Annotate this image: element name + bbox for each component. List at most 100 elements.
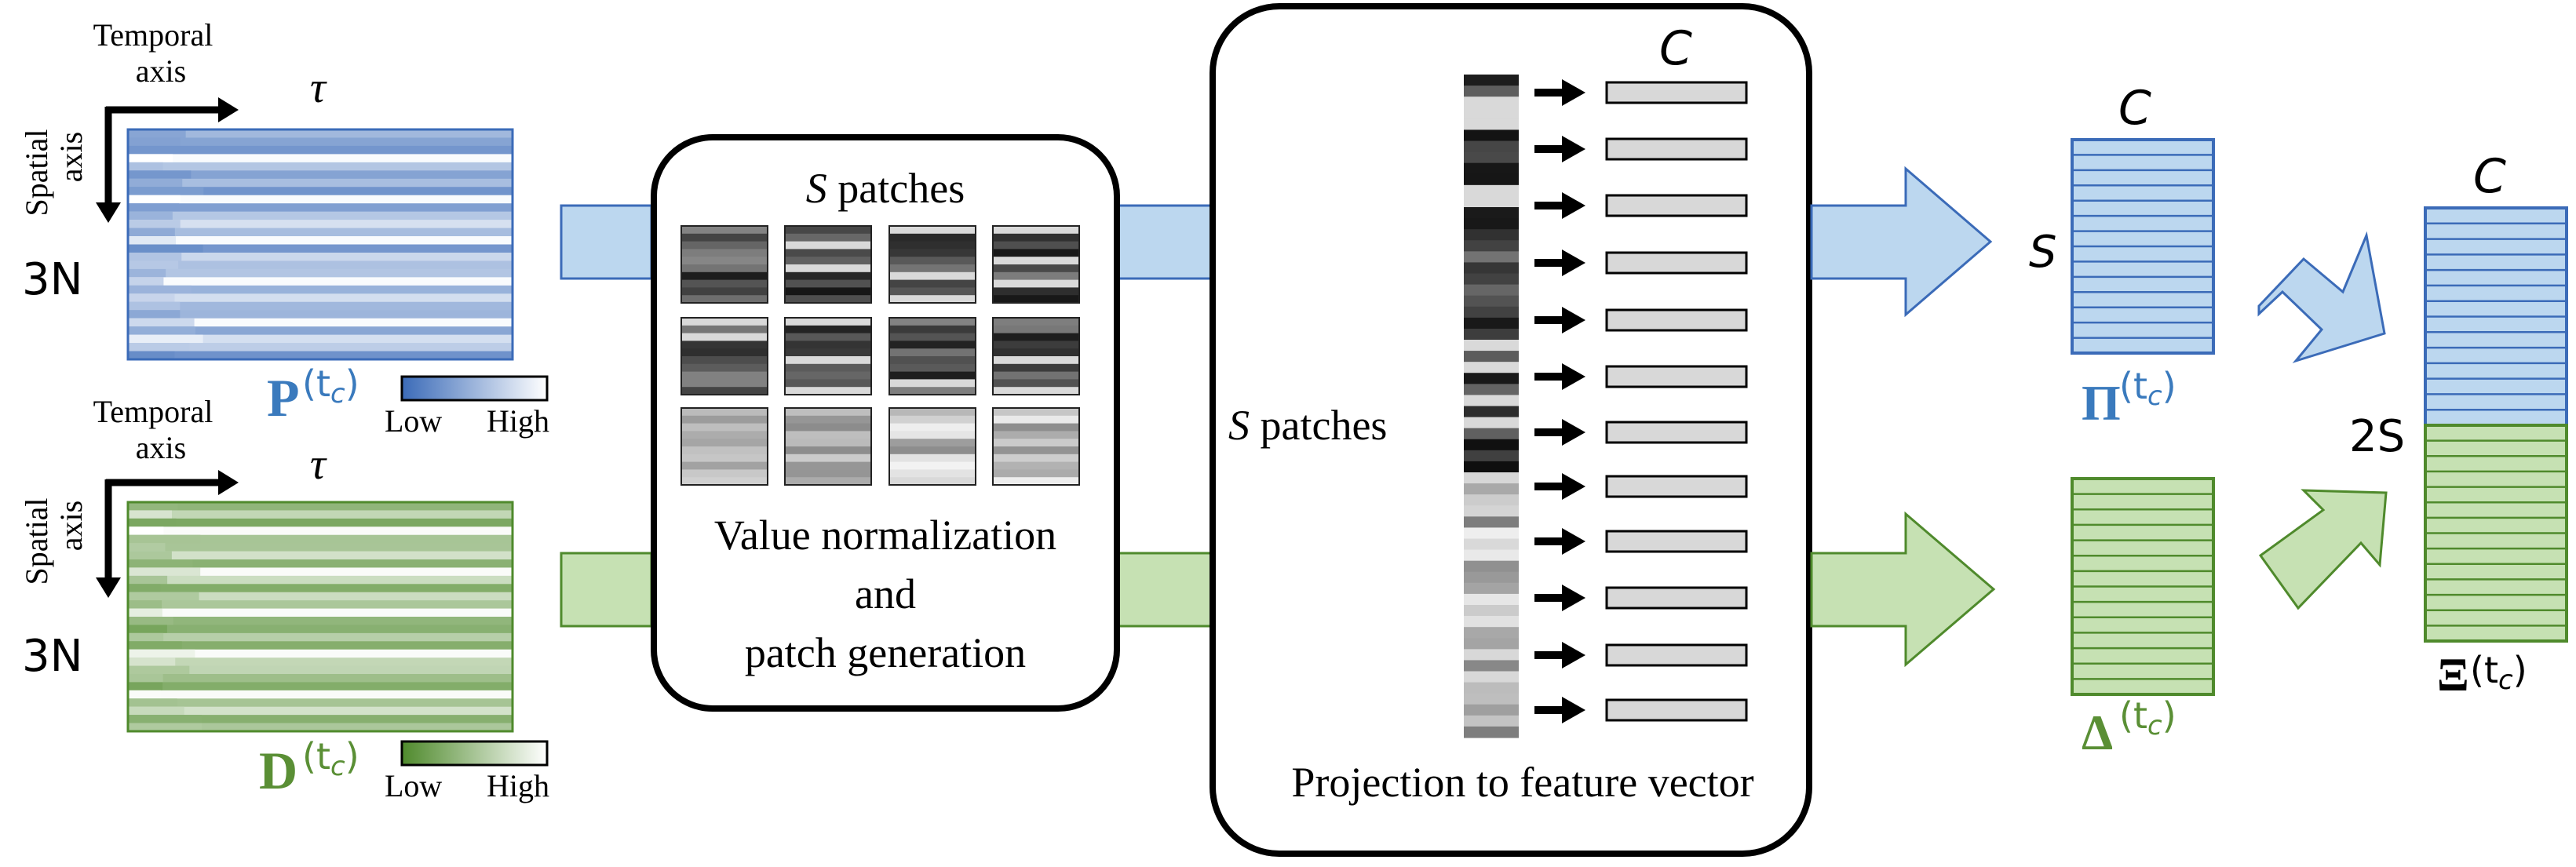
p-heat-cell <box>128 145 201 155</box>
patch-stripe <box>993 249 1079 257</box>
strip-slice <box>1464 472 1519 484</box>
patch-stripe <box>889 287 976 296</box>
d-heat-row <box>128 534 513 544</box>
strip-slice <box>1464 273 1519 286</box>
patch-stripe <box>889 461 976 470</box>
p-heat-cell <box>128 252 182 262</box>
patch-stripe <box>785 431 871 439</box>
patch-stripe <box>993 379 1079 388</box>
d-heat-cell <box>128 526 164 536</box>
patch-stripe <box>785 363 871 373</box>
patch-stripe <box>785 287 871 296</box>
d-heat-row <box>128 608 513 617</box>
norm-s-patches-label: S patches <box>806 165 965 212</box>
p-heat-cell <box>128 220 181 229</box>
d-heat-cell <box>128 674 163 683</box>
p-heat-row <box>128 137 513 147</box>
strip-slice <box>1464 384 1519 396</box>
patch-stripe <box>785 233 871 242</box>
proj-arrow-head <box>1562 642 1585 668</box>
patch-stripe <box>681 469 768 478</box>
patch-stripe <box>993 257 1079 265</box>
patch-stripe <box>889 415 976 424</box>
strip-slice <box>1464 86 1519 97</box>
patch-frame <box>888 317 976 395</box>
d-heat-cell <box>128 551 172 560</box>
feature-vector <box>1605 586 1748 610</box>
rows-label-top: 3N <box>22 254 83 305</box>
strip-slice <box>1464 627 1519 639</box>
p-heat-row <box>128 318 513 327</box>
strip-slice <box>1464 715 1519 727</box>
p-heat-cell <box>128 228 175 237</box>
patch-stripe <box>889 257 976 265</box>
d-heat-cell <box>128 665 190 675</box>
p-heat-cell <box>128 293 175 303</box>
proj-arrow-head <box>1562 419 1585 446</box>
patch-stripe <box>889 249 976 257</box>
patch-stripe <box>681 387 768 395</box>
patch-stripe <box>681 264 768 273</box>
patch-stripe <box>993 454 1079 463</box>
patch-stripe <box>993 233 1079 242</box>
p-heat-row <box>128 236 513 246</box>
proj-arrow-head <box>1562 473 1585 500</box>
d-heat-row <box>128 625 513 634</box>
strip-slice <box>1464 129 1519 142</box>
strip-slice <box>1464 395 1519 407</box>
patch-stripe <box>889 454 976 463</box>
patch-stripe <box>889 387 976 395</box>
p-heat-cell <box>128 285 192 294</box>
patch-stripe <box>681 454 768 463</box>
p-heat-cell <box>128 326 195 336</box>
strip-slice <box>1464 616 1519 628</box>
strip-slice <box>1464 549 1519 562</box>
p-heat-row <box>128 129 513 139</box>
patch-stripe <box>889 439 976 447</box>
p-legend-high: High <box>487 403 549 439</box>
d-heat-row <box>128 665 513 675</box>
p-heat-cell <box>128 236 177 246</box>
p-heat-row <box>128 351 513 360</box>
patch-stripe <box>681 325 768 334</box>
patch-stripe <box>681 241 768 250</box>
patch-frame <box>784 225 872 304</box>
tau-label-bottom: τ <box>310 440 327 489</box>
p-heat-row <box>128 326 513 336</box>
patch-stripe <box>681 348 768 357</box>
p-heat-row <box>128 187 513 196</box>
d-heat-border <box>126 501 514 733</box>
blue-band-left <box>560 204 653 280</box>
patch-stripe <box>681 423 768 432</box>
xi-output-block: C 2S Ξ (tc) <box>2349 149 2568 701</box>
p-legend-low: Low <box>385 403 442 439</box>
p-heat-cell <box>128 162 163 171</box>
feature-vector <box>1605 251 1748 275</box>
green-diag-arrow <box>2258 489 2388 610</box>
p-heat-row <box>128 334 513 344</box>
p-heat-row <box>128 244 513 253</box>
p-heatmap <box>126 128 514 361</box>
strip-slice <box>1464 428 1519 440</box>
d-legend-bar <box>400 740 549 767</box>
spatial-axis-label-top: Spatial axis <box>19 129 89 216</box>
strip-slice <box>1464 593 1519 606</box>
patch-stripe <box>681 257 768 265</box>
patch-stripe <box>681 341 768 349</box>
d-heat-row <box>128 690 513 699</box>
temporal-axis-label-top-1: Temporal <box>93 17 213 53</box>
patch-stripe <box>681 446 768 455</box>
d-heat-row <box>128 641 513 650</box>
p-superscript: (tc) <box>302 362 359 410</box>
proj-arrow-head <box>1562 585 1585 611</box>
p-heat-row <box>128 310 513 319</box>
patch-stripe <box>889 341 976 349</box>
d-heat-cell <box>128 698 177 708</box>
patch-stripe <box>681 226 768 235</box>
d-heat-row <box>128 543 513 552</box>
patch-stripe <box>785 371 871 380</box>
feature-vector <box>1605 698 1748 722</box>
patch-stripe <box>785 446 871 455</box>
p-heat-row <box>128 277 513 286</box>
patch-stripe <box>681 287 768 296</box>
